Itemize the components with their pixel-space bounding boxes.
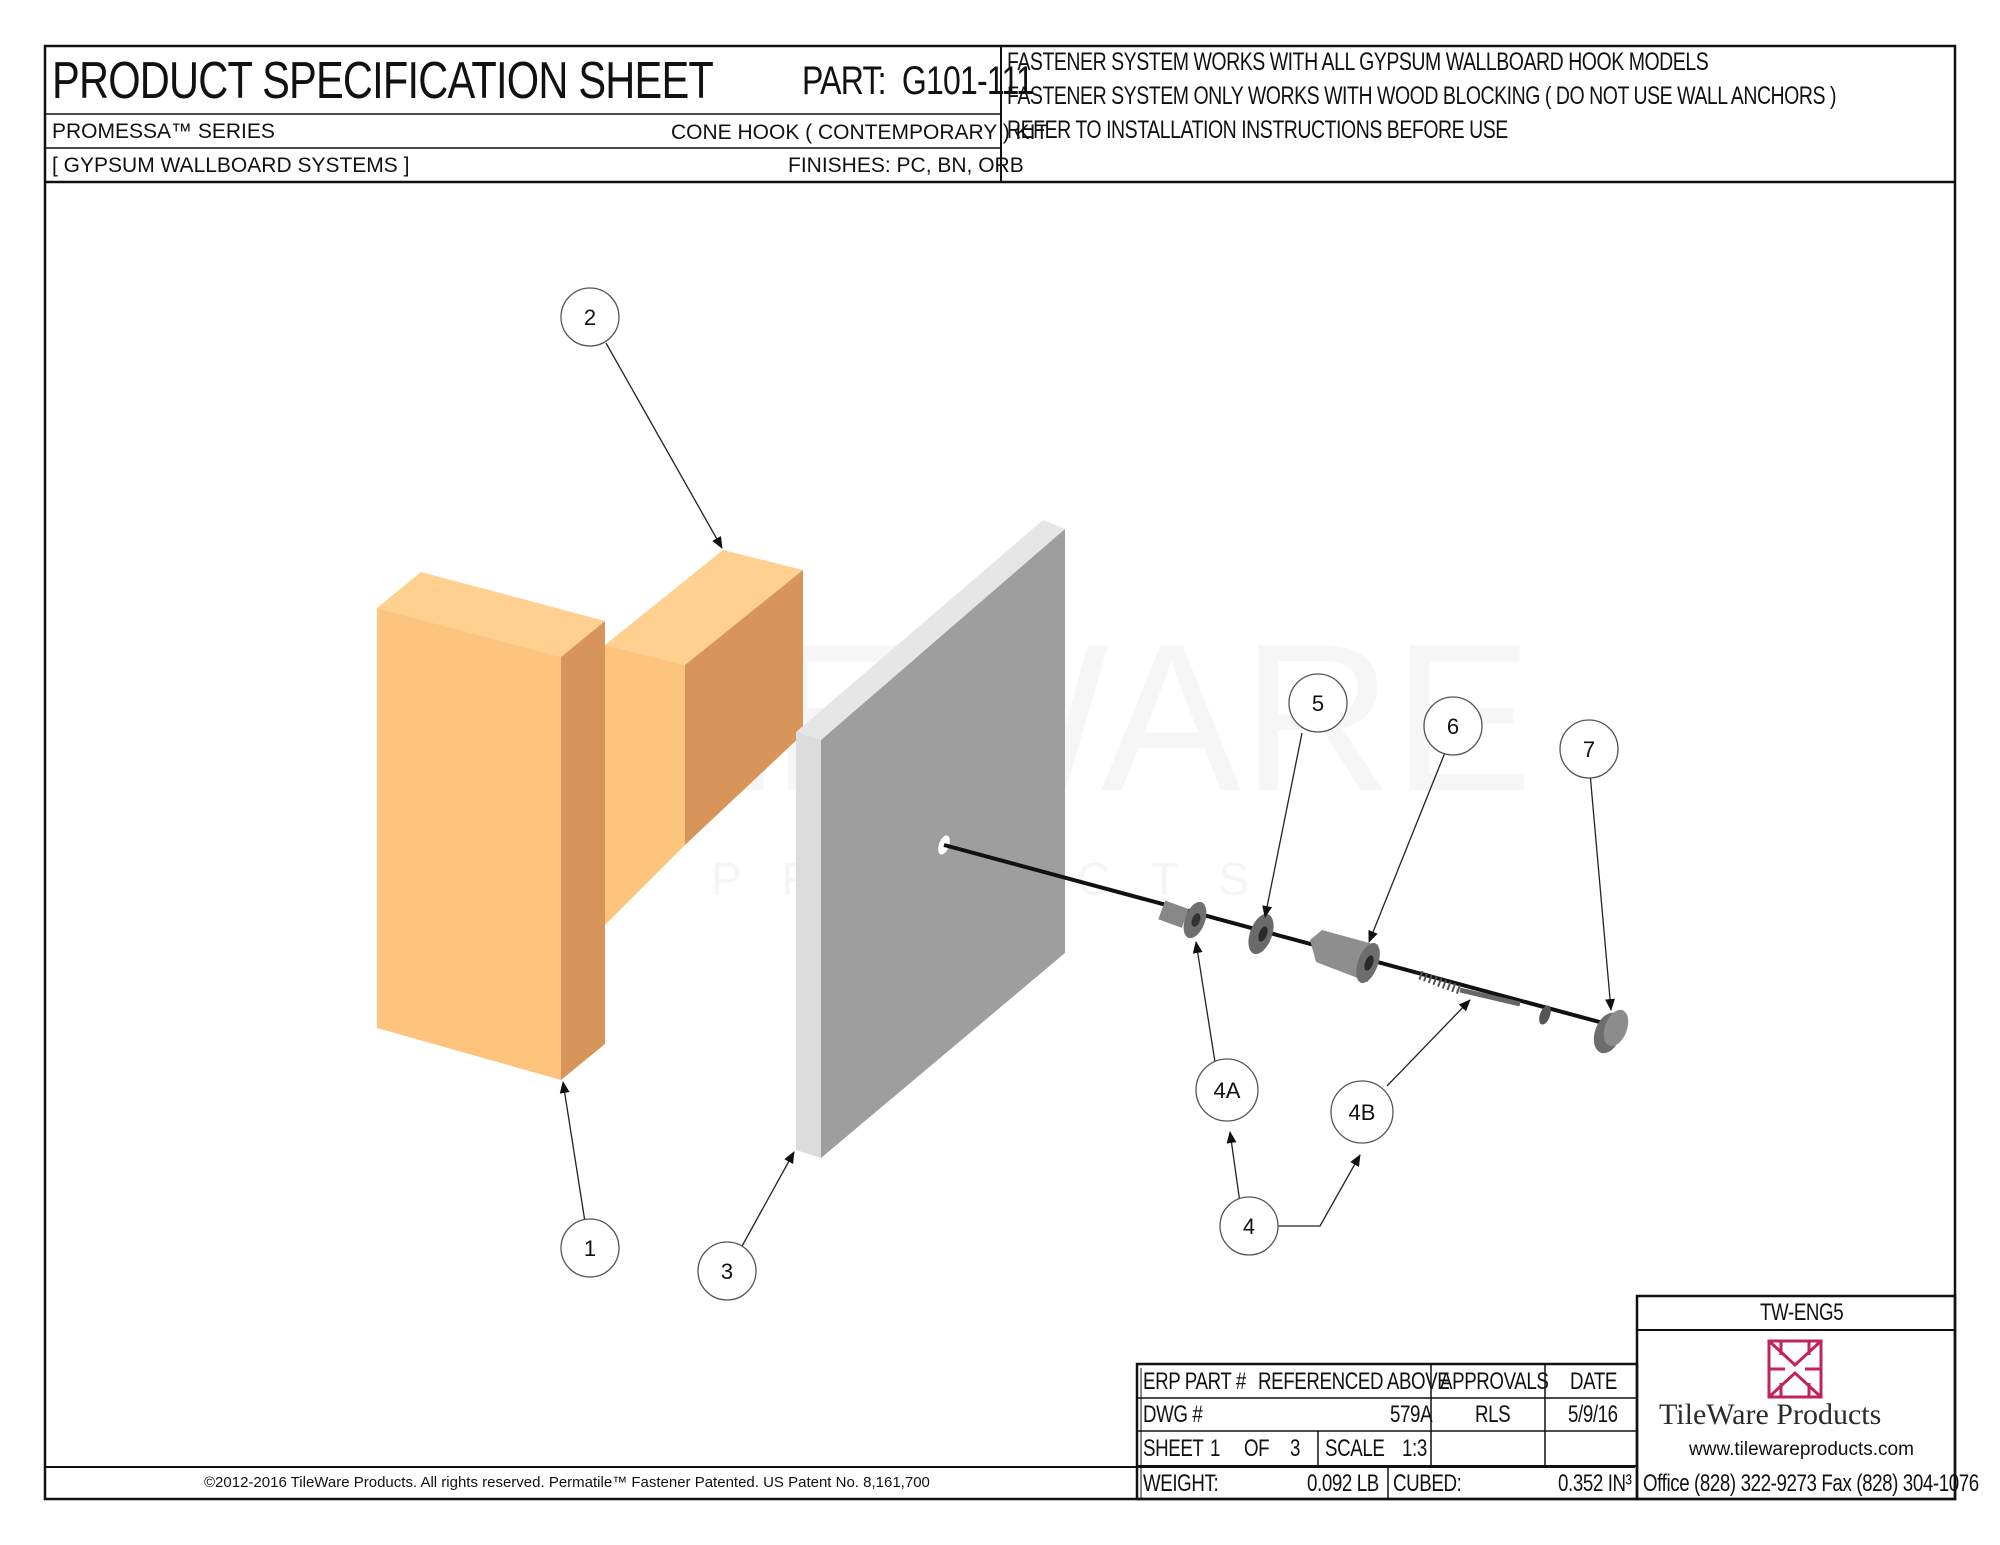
screw-threads <box>1418 970 1521 1007</box>
approver: RLS <box>1475 1401 1511 1428</box>
callout-5-label: 5 <box>1312 691 1324 716</box>
erp-label: ERP PART # <box>1143 1368 1246 1395</box>
callout-4a-label: 4A <box>1214 1078 1241 1103</box>
rod-nut <box>1539 1005 1551 1025</box>
wallboard-part-3 <box>796 520 1065 1158</box>
part-label-text: PART: <box>802 59 887 103</box>
weight-value: 0.092 LB <box>1307 1470 1379 1497</box>
callout-6-label: 6 <box>1447 714 1459 739</box>
note-1: FASTENER SYSTEM WORKS WITH ALL GYPSUM WA… <box>1007 48 1709 76</box>
series-label: PROMESSA™ SERIES <box>52 120 275 143</box>
callout-3-circle <box>697 1241 757 1301</box>
finishes-label: FINISHES: PC, BN, ORB <box>788 154 1024 177</box>
fastener-rod <box>943 843 1619 1029</box>
system-label: [ GYPSUM WALLBOARD SYSTEMS ] <box>52 154 410 177</box>
of-label: OF <box>1244 1435 1270 1462</box>
sheet-total: 3 <box>1290 1435 1301 1462</box>
tileware-logo <box>1767 1339 1823 1399</box>
drawing-code: TW-ENG5 <box>1760 1299 1844 1326</box>
callout-1-circle <box>560 1218 620 1278</box>
callout-7-circle <box>1559 719 1619 779</box>
callout-1-label: 1 <box>584 1236 596 1261</box>
company-contact: Office (828) 322-9273 Fax (828) 304-1076 <box>1643 1470 1979 1497</box>
approvals-label: APPROVALS <box>1440 1368 1549 1395</box>
callout-5-circle <box>1288 673 1348 733</box>
scale-label: SCALE <box>1325 1435 1385 1462</box>
note-3: REFER TO INSTALLATION INSTRUCTIONS BEFOR… <box>1007 116 1508 144</box>
part-number: G101-111 <box>901 59 1034 103</box>
cubed-value: 0.352 IN³ <box>1558 1470 1632 1497</box>
cone-part-6 <box>1310 930 1380 984</box>
company-name: TileWare Products <box>1659 1398 1882 1431</box>
sheet-label: SHEET <box>1143 1435 1204 1462</box>
sheet-title: PRODUCT SPECIFICATION SHEET <box>52 52 714 110</box>
callout-3-label: 3 <box>721 1259 733 1284</box>
callout-4-circle <box>1219 1196 1279 1256</box>
washer-part-5 <box>1248 913 1274 955</box>
erp-value: REFERENCED ABOVE <box>1258 1368 1450 1395</box>
date-value: 5/9/16 <box>1568 1401 1618 1428</box>
date-label: DATE <box>1570 1368 1617 1395</box>
scale-value: 1:3 <box>1402 1435 1427 1462</box>
callout-4a-circle <box>1195 1058 1259 1122</box>
hook-base-part-1 <box>377 572 605 1080</box>
anchor-part-4a <box>1158 900 1207 939</box>
callout-7-label: 7 <box>1583 737 1595 762</box>
callout-4b-label: 4B <box>1349 1100 1376 1125</box>
note-2: FASTENER SYSTEM ONLY WORKS WITH WOOD BLO… <box>1007 82 1837 110</box>
cap-part-7 <box>1593 1009 1629 1054</box>
copyright-notice: ©2012-2016 TileWare Products. All rights… <box>204 1474 930 1491</box>
cubed-label: CUBED: <box>1393 1470 1462 1497</box>
kit-label: CONE HOOK ( CONTEMPORARY ) KIT <box>671 121 1049 144</box>
company-website[interactable]: www.tilewareproducts.com <box>1689 1439 1914 1460</box>
dwg-label: DWG # <box>1143 1401 1203 1428</box>
callout-4-label: 4 <box>1243 1214 1255 1239</box>
part-label: PART: G101-111 <box>802 61 1091 101</box>
sheet-number: 1 <box>1210 1435 1221 1462</box>
dwg-value: 579A <box>1390 1401 1433 1428</box>
callout-2-circle <box>560 287 620 347</box>
callout-6-circle <box>1423 696 1483 756</box>
weight-label: WEIGHT: <box>1143 1470 1219 1497</box>
callout-4b-circle <box>1330 1080 1394 1144</box>
title-block-grid <box>1135 1294 1957 1501</box>
hook-arm-part-2 <box>605 550 803 925</box>
callout-2-label: 2 <box>584 305 596 330</box>
